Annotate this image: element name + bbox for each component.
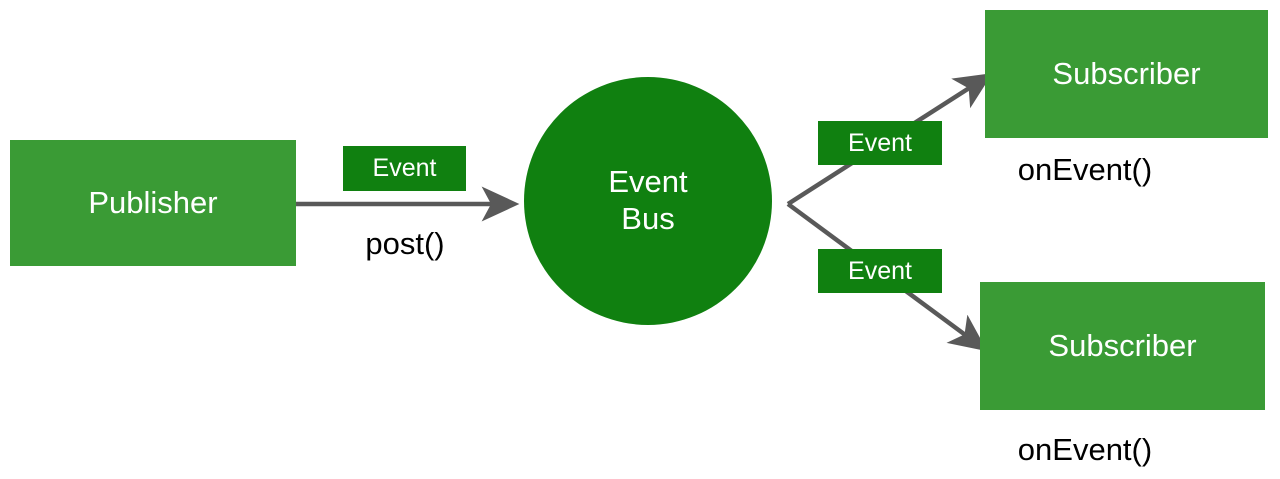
publisher-node[interactable]: Publisher: [10, 140, 296, 266]
event-chip-subscriber-top-edge[interactable]: Event: [818, 121, 942, 165]
event-bus-label-line2: Bus: [621, 201, 675, 236]
event-chip-publisher-edge[interactable]: Event: [343, 146, 466, 191]
event-chip-subscriber-top-edge-label: Event: [848, 128, 912, 157]
onevent-method-label-bottom: onEvent(): [1017, 432, 1153, 467]
publisher-label: Publisher: [88, 185, 218, 220]
post-method-label: post(): [365, 226, 445, 261]
event-chip-publisher-edge-label: Event: [372, 154, 437, 182]
subscriber-bottom-label: Subscriber: [1048, 328, 1197, 363]
event-chip-subscriber-bottom-edge[interactable]: Event: [818, 249, 942, 293]
subscriber-top-node[interactable]: Subscriber: [985, 10, 1268, 138]
event-bus-node[interactable]: Event Bus: [524, 77, 772, 325]
event-chip-subscriber-bottom-edge-label: Event: [848, 256, 912, 285]
subscriber-top-label: Subscriber: [1052, 56, 1201, 91]
onevent-method-label-top: onEvent(): [1017, 152, 1153, 187]
subscriber-bottom-node[interactable]: Subscriber: [980, 282, 1265, 410]
event-bus-label-line1: Event: [608, 164, 688, 200]
